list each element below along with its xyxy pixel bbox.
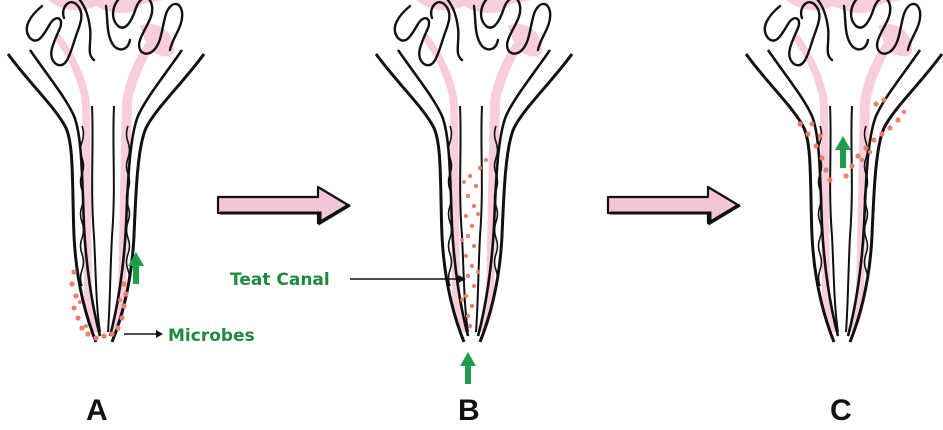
panel-c: C: [746, 0, 942, 427]
teat-a: [8, 0, 204, 342]
teat-b: [376, 0, 572, 342]
panel-label-b: B: [458, 394, 480, 427]
green-arrow-b: [460, 352, 476, 384]
transition-arrow-1: [218, 187, 350, 223]
microbes-label: Microbes: [168, 326, 255, 346]
teat-canal-label: Teat Canal: [230, 270, 330, 290]
teat-canal-callout: Teat Canal: [230, 270, 466, 290]
panel-label-a: A: [86, 394, 108, 427]
transition-arrow-2: [608, 187, 740, 223]
green-arrow-c: [835, 136, 851, 168]
microbes-callout: Microbes: [124, 326, 255, 346]
teat-c: [746, 0, 942, 342]
panel-label-c: C: [830, 394, 852, 427]
